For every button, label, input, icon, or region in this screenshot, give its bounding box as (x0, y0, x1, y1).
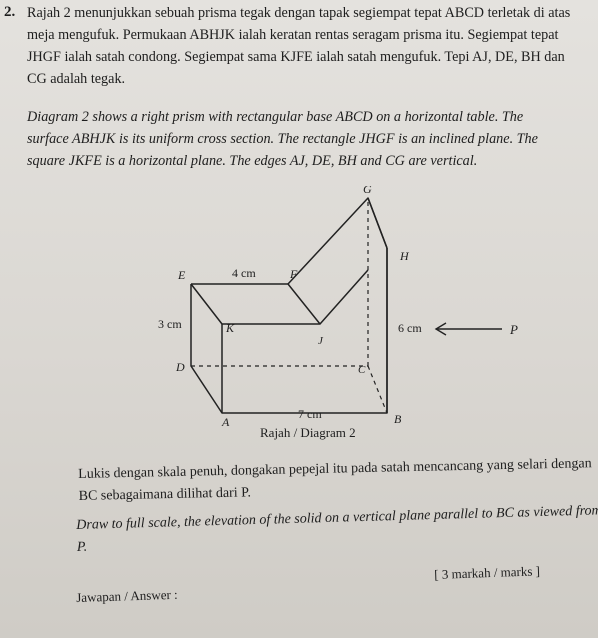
dimension-right: 6 cm (398, 321, 422, 335)
question-text-english-line: square JKFE is a horizontal plane. The e… (27, 153, 478, 169)
arrow-label-P: P (509, 322, 518, 337)
task-text-english: Draw to full scale, the elevation of the… (76, 501, 598, 559)
edge-FG (367, 197, 388, 249)
view-arrow (434, 322, 502, 336)
diagram-caption: Rajah / Diagram 2 (260, 425, 356, 440)
vertex-label-A: A (221, 415, 230, 429)
edge-front (190, 248, 388, 414)
vertex-label-E: E (177, 268, 186, 282)
vertex-label-H: H (399, 249, 410, 263)
vertex-label-J: J (318, 335, 324, 347)
question-text-malay: Rajah 2 menunjukkan sebuah prisma tegak … (27, 2, 575, 90)
dimension-base: 7 cm (298, 407, 322, 421)
vertex-label-K: K (225, 321, 235, 335)
question-text-english-line: Diagram 2 shows a right prism with recta… (27, 109, 524, 125)
dimension-top: 4 cm (232, 266, 256, 280)
edge-front-upper (190, 269, 369, 325)
question-text-malay-line: Rajah 2 menunjukkan sebuah prisma tegak … (27, 5, 571, 21)
task-text-malay: Lukis dengan skala penuh, dongakan pepej… (78, 454, 592, 508)
vertex-label-C: C (358, 364, 366, 376)
dimension-left: 3 cm (158, 317, 182, 331)
vertex-label-G: G (363, 186, 372, 196)
question-text-english-line: surface ABHJK is its uniform cross secti… (27, 131, 538, 147)
vertex-label-D: D (175, 360, 185, 374)
question-text-malay-line: CG adalah tegak. (27, 71, 126, 87)
edge-top (191, 283, 321, 325)
hidden-edge-CB (367, 365, 388, 414)
prism-diagram: G H E F K J D C A B 4 cm 3 cm 6 cm 7 cm … (158, 186, 518, 440)
vertex-label-F: F (289, 267, 298, 281)
vertex-label-B: B (394, 412, 402, 426)
marks-label: [ 3 markah / marks ] (434, 563, 541, 582)
question-number: 2. (4, 4, 16, 20)
question-text-english: Diagram 2 shows a right prism with recta… (27, 106, 572, 172)
question-text-malay-line: meja mengufuk. Permukaan ABHJK ialah ker… (27, 27, 559, 43)
answer-label: Jawapan / Answer : (76, 586, 178, 605)
question-text-malay-line: JHGF ialah satah condong. Segiempat sama… (27, 49, 565, 65)
